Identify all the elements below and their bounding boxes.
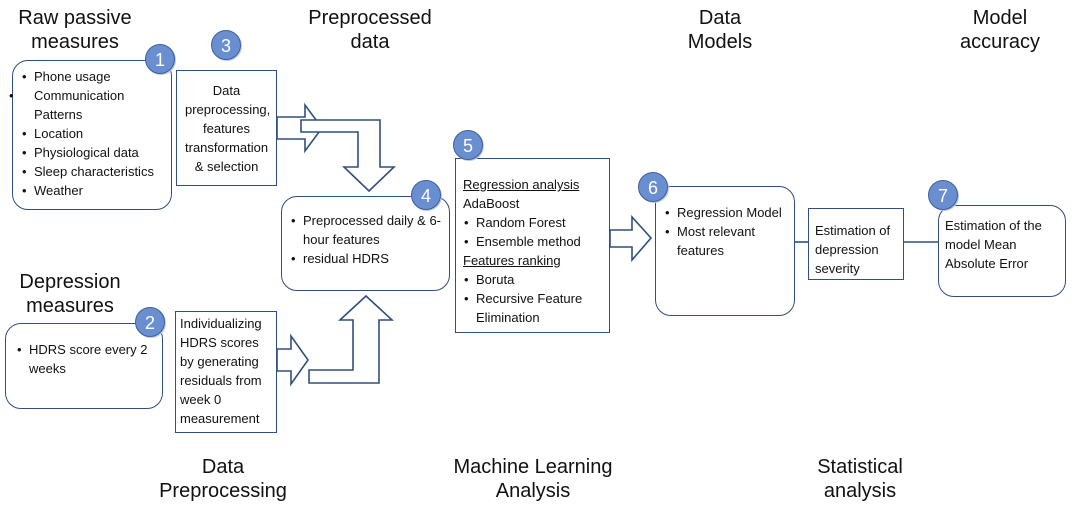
- arrow-ml-to-models: [609, 214, 653, 263]
- machine-learning-box: Regression analysis AdaBoost Random Fore…: [455, 158, 610, 333]
- list-item: Communication Patterns: [9, 86, 165, 124]
- raw-passive-measures-box: Phone usage Communication Patterns Locat…: [9, 60, 172, 210]
- list-item: Physiological data: [22, 143, 165, 162]
- arrow-down-to-preprocessed: [300, 119, 396, 193]
- list-item: Phone usage: [22, 67, 165, 86]
- step-badge-3: 3: [211, 30, 241, 60]
- estimation-depression-text: Estimation of depression severity: [815, 223, 891, 276]
- step-badge-4: 4: [411, 180, 441, 210]
- depression-measures-box: HDRS score every 2 weeks: [5, 323, 163, 409]
- list-item: Boruta: [464, 270, 605, 289]
- list-item: Preprocessed daily & 6-hour features: [291, 211, 443, 249]
- preprocessing-text: Data preprocessing, features transformat…: [185, 83, 271, 174]
- heading-data-models: Data Models: [687, 7, 753, 53]
- heading-model-accuracy: Model accuracy: [959, 7, 1041, 53]
- arrow-up-to-preprocessed: [308, 294, 395, 384]
- heading-raw-passive-measures: Raw passive measures: [18, 7, 132, 53]
- step-badge-1: 1: [145, 44, 175, 74]
- list-item: Ensemble method: [464, 232, 605, 251]
- list-item: Sleep characteristics: [22, 162, 165, 181]
- heading-depression-measures: Depression measures: [19, 271, 121, 317]
- list-item: Weather: [22, 181, 165, 200]
- list-item: Random Forest: [464, 213, 605, 232]
- preprocessed-data-box: Preprocessed daily & 6-hour features res…: [281, 196, 450, 291]
- regression-analysis-title: Regression analysis: [463, 177, 580, 192]
- estimation-mae-text: Estimation of the model Mean Absolute Er…: [945, 218, 1042, 271]
- features-ranking-title: Features ranking: [463, 253, 561, 268]
- estimation-depression-box: Estimation of depression severity: [808, 208, 904, 280]
- heading-machine-learning-analysis: Machine Learning Analysis: [453, 456, 613, 502]
- step-badge-5: 5: [453, 130, 483, 160]
- heading-statistical-analysis: Statistical analysis: [817, 456, 903, 502]
- individualizing-text: Individualizing HDRS scores by generatin…: [180, 316, 262, 426]
- step-badge-2: 2: [135, 307, 165, 337]
- individualizing-box: Individualizing HDRS scores by generatin…: [175, 311, 277, 433]
- arrow-individualizing-to-data: [276, 333, 309, 387]
- list-item: Location: [22, 124, 165, 143]
- list-item: Recursive Feature Elimination: [464, 289, 605, 327]
- regression-method: AdaBoost: [463, 196, 520, 211]
- list-item: HDRS score every 2 weeks: [17, 340, 169, 378]
- step-badge-6: 6: [638, 172, 668, 202]
- data-models-box: Regression Model Most relevant features: [655, 186, 795, 316]
- heading-data-preprocessing: Data Preprocessing: [159, 456, 287, 502]
- preprocessing-box: Data preprocessing, features transformat…: [176, 70, 277, 186]
- list-item: Most relevant features: [665, 222, 788, 260]
- model-accuracy-box: Estimation of the model Mean Absolute Er…: [938, 205, 1066, 297]
- arrow-preprocessing-to-data: [276, 102, 323, 154]
- list-item: Regression Model: [665, 203, 788, 222]
- step-badge-7: 7: [928, 180, 958, 210]
- heading-preprocessed-data: Preprocessed data: [308, 7, 432, 53]
- list-item: residual HDRS: [291, 249, 443, 268]
